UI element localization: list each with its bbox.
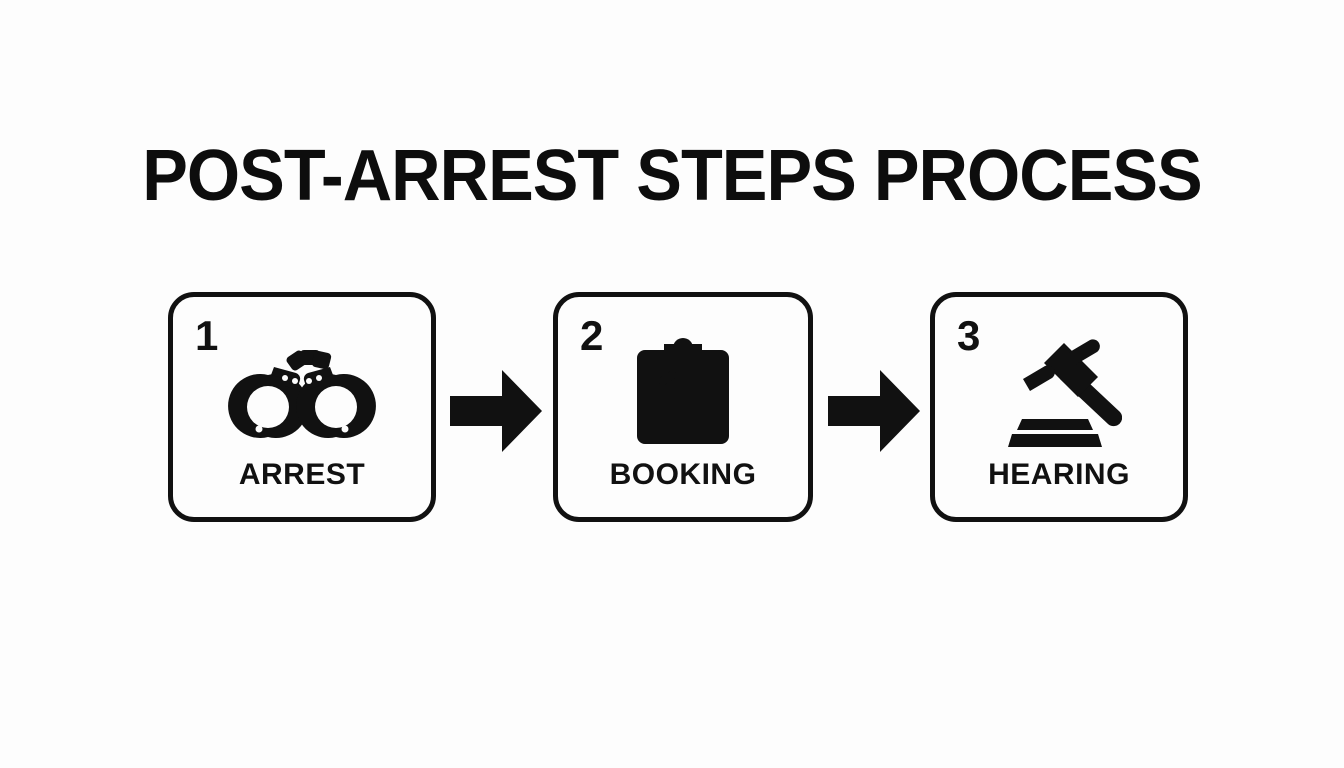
step-label-hearing: HEARING	[988, 458, 1130, 491]
page-title: POST-ARREST STEPS PROCESS	[142, 136, 1202, 216]
step-number-3: 3	[957, 312, 981, 359]
step-label-arrest: ARREST	[238, 458, 366, 491]
step-number-2: 2	[580, 312, 604, 359]
step-card-arrest[interactable]: 1	[168, 292, 436, 522]
step-number-1: 1	[195, 312, 219, 359]
gavel-icon	[935, 335, 1183, 447]
clipboard-icon	[558, 335, 808, 447]
step-card-booking[interactable]: 2	[553, 292, 813, 522]
step-card-hearing[interactable]: 3	[930, 292, 1188, 522]
arrow-right-icon	[828, 370, 920, 452]
arrow-right-icon	[450, 370, 542, 452]
process-steps-row: 1	[168, 292, 1188, 532]
step-label-booking: BOOKING	[609, 458, 757, 491]
handcuffs-icon	[173, 335, 431, 447]
